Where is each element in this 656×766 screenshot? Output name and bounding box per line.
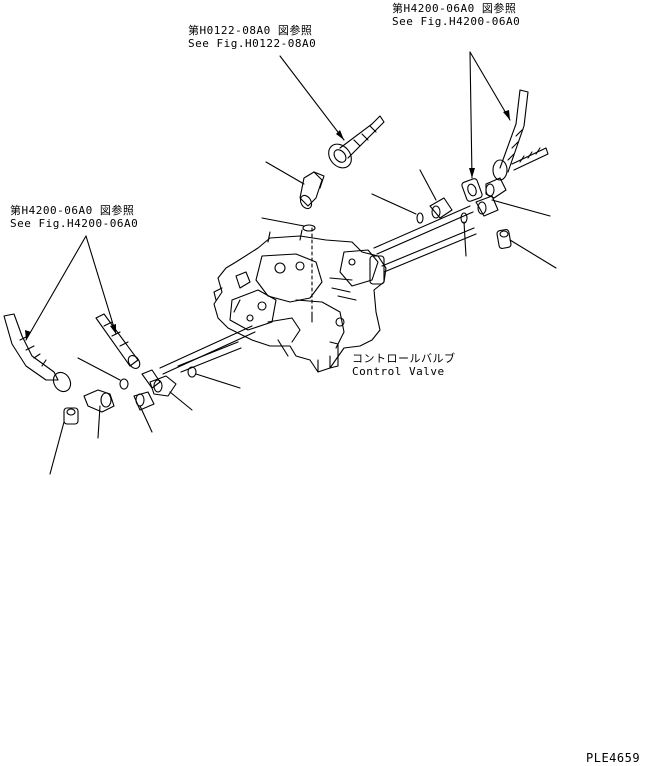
fitting-top-right-b (485, 177, 507, 199)
plate-id: PLE4659 (586, 751, 641, 765)
fitting-right-lower (496, 229, 512, 249)
hose-top-right (492, 89, 529, 181)
tube-right (373, 205, 477, 273)
fitting-top-right-d (475, 195, 499, 217)
elbow-left-2 (141, 369, 161, 389)
reference-left: 第H4200-06A0 図参照 See Fig.H4200-06A0 (10, 204, 138, 230)
reference-top-right-en: See Fig.H4200-06A0 (392, 15, 521, 28)
fitting-left-b (133, 391, 155, 411)
reference-top-right: 第H4200-06A0 図参照 See Fig.H4200-06A0 (392, 2, 520, 28)
fitting-top-right-a (461, 178, 483, 202)
o-ring-top-center (302, 224, 316, 232)
hose-top-right-2 (511, 147, 549, 171)
control-valve-label-en: Control Valve (352, 365, 445, 378)
o-ring-right-a (416, 212, 424, 224)
reference-top-center-en: See Fig.H0122-08A0 (188, 37, 317, 50)
hose-top-center (328, 115, 385, 169)
elbow-left (83, 389, 115, 413)
tube-left (159, 325, 256, 375)
o-ring-left-b (187, 366, 197, 378)
control-valve-label: コントロールバルブ Control Valve (352, 352, 456, 378)
reference-top-center-jp: 第H0122-08A0 図参照 (188, 24, 313, 37)
reference-top-center: 第H0122-08A0 図参照 See Fig.H0122-08A0 (188, 24, 316, 50)
o-ring-left-a (119, 378, 129, 390)
reference-left-jp: 第H4200-06A0 図参照 (10, 204, 135, 217)
control-valve-label-jp: コントロールバルブ (352, 352, 456, 365)
leader-arrowheads (25, 110, 510, 340)
fitting-left-a (63, 407, 79, 425)
elbow-top-center (299, 171, 325, 210)
control-valve-body (213, 229, 387, 373)
hose-left-2 (95, 313, 141, 369)
hose-left (3, 313, 72, 393)
fitting-top-right-c (429, 197, 453, 219)
reference-top-right-jp: 第H4200-06A0 図参照 (392, 2, 517, 15)
leader-lines (25, 51, 557, 475)
reference-left-en: See Fig.H4200-06A0 (10, 217, 139, 230)
